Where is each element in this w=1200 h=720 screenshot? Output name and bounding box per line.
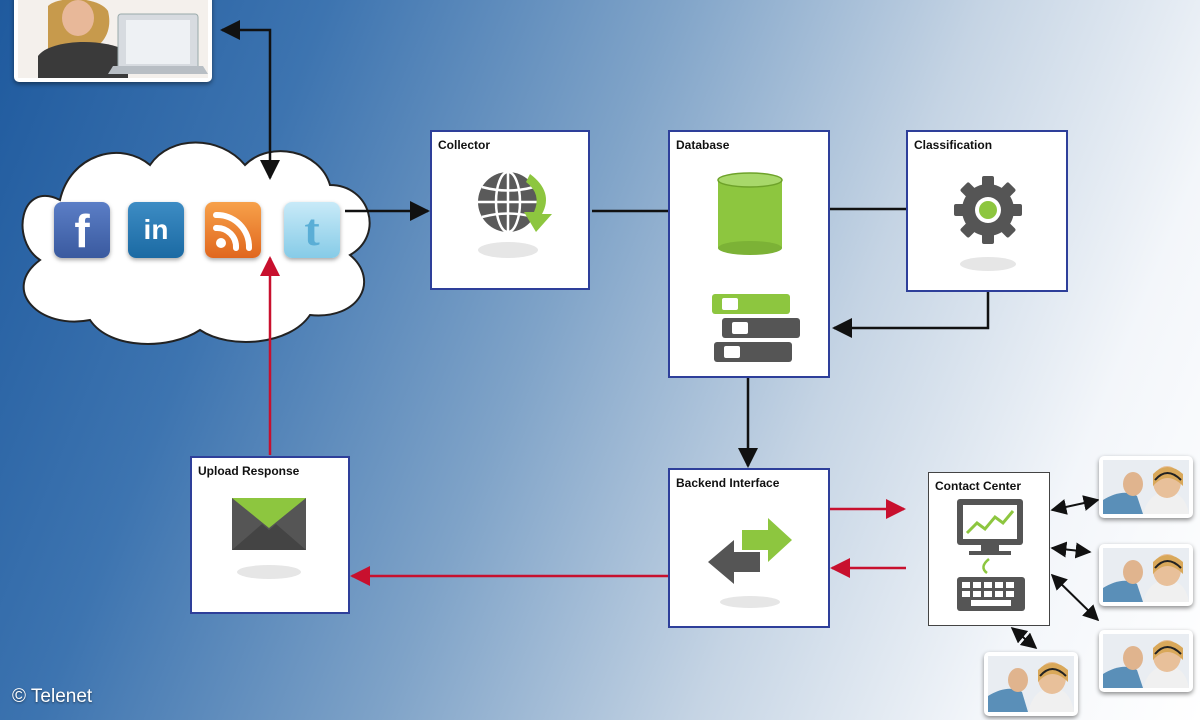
linkedin-icon: in [128,202,184,258]
rss-icon [205,202,261,258]
agent-photo-1 [1099,456,1193,518]
agent-image-4 [988,656,1074,712]
database-title: Database [676,138,730,152]
arrow-contact-agent-1 [1050,495,1100,515]
arrow-contact-agent-4 [1010,626,1038,650]
agent-image-2 [1103,548,1189,602]
globe-icon [478,170,552,258]
classification-box: Classification [906,130,1068,292]
envelope-icon [232,498,306,579]
upload-response-title: Upload Response [198,464,300,478]
arrow-contact-agent-3 [1050,573,1100,622]
binders-icon [712,294,800,362]
backend-interface-title: Backend Interface [676,476,780,490]
twitter-icon: t [284,202,340,258]
gear-icon [954,176,1022,271]
facebook-icon: f [54,202,110,258]
database-box: Database [668,130,830,378]
agent-image-3 [1103,634,1189,688]
upload-response-box: Upload Response [190,456,350,614]
agent-image-1 [1103,460,1189,514]
linkedin-glyph: in [143,214,169,245]
collector-title: Collector [438,138,491,152]
contact-center-box: Contact Center [928,472,1050,626]
user-laptop-image [18,0,208,78]
agent-photo-3 [1099,630,1193,692]
database-icon [712,172,800,362]
facebook-glyph: f [74,205,90,257]
classification-title: Classification [914,138,993,152]
rss-glyph [213,211,253,251]
twitter-glyph: t [304,204,320,255]
arrow-classification-database [832,292,990,338]
exchange-arrows-icon [708,518,792,608]
backend-interface-box: Backend Interface [668,468,830,628]
copyright-label: © Telenet [12,686,93,707]
collector-box: Collector [430,130,590,290]
user-photo [14,0,212,82]
agent-photo-4 [984,652,1078,716]
agent-photo-2 [1099,544,1193,606]
computer-icon [957,499,1025,611]
arrow-contact-agent-2 [1050,541,1092,559]
contact-center-title: Contact Center [935,479,1022,493]
arrow-user-cloud [220,20,280,180]
